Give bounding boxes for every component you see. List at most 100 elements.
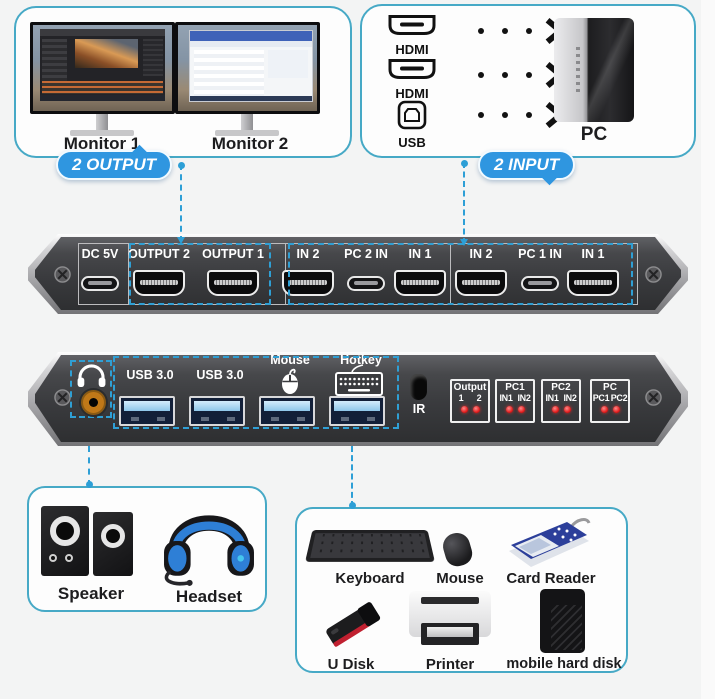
led-indicator [601,406,608,413]
port-label-in2-pc1: IN 2 [469,247,493,261]
indicator-col: IN2 [517,393,531,403]
keyboard-icon [333,364,385,398]
indicator-title: PC1 [505,382,525,393]
led-indicator [473,406,480,413]
audio-jack-highlight [70,360,112,418]
hdmi-port-in1-pc2 [394,270,446,296]
monitor-1-screen [33,25,172,111]
mouse-icon [279,367,301,395]
indicator-col: PC1 [592,393,610,403]
usb3-label-1: USB 3.0 [126,368,174,382]
browser-window [189,30,313,103]
card-reader-label: Card Reader [506,570,596,587]
input-ports-highlight [288,243,633,305]
usb-mouse-port [259,396,315,426]
indicator-pc: PC PC1 PC2 [590,379,630,423]
output-ports-highlight [129,243,271,305]
headset-label: Headset [175,587,243,606]
monitor-stand-base [215,130,279,136]
monitor-stand [96,114,108,131]
port-label-output2: OUTPUT 2 [128,247,190,261]
u-disk-label: U Disk [327,656,375,673]
hdmi-port-in1-pc1 [567,270,619,296]
indicator-title: Output [453,382,487,393]
audio-jack-port [81,390,106,415]
section-divider [450,243,451,305]
keyboard-image [305,530,435,562]
audio-devices-box: Speaker Headset [27,486,267,612]
headphone-icon [76,364,107,388]
led-indicator [506,406,513,413]
dc-5v-usbc-port [81,276,119,291]
usb-b-icon [397,100,427,130]
usb3-port-1 [119,396,175,426]
input-badge: 2 INPUT [478,150,576,180]
hdmi-port-output1 [207,270,259,296]
printer-tray [421,623,479,645]
hdmi-connector-icon [388,59,436,79]
monitor-stand [241,114,253,131]
output-badge: 2 OUTPUT [56,150,173,180]
hdmi-port-in2-pc1 [455,270,507,296]
indicator-col: 2 [476,393,482,403]
input-connector-line [460,160,468,246]
hdmi-connector-icon [388,15,436,35]
back-panel: DC 5V OUTPUT 2 OUTPUT 1 IN 2 PC 2 IN IN … [28,234,688,314]
ir-label: IR [412,402,426,416]
printer-label: Printer [425,656,475,673]
usb3-port-2 [189,396,245,426]
port-label-pc1in: PC 1 IN [518,247,562,261]
indicator-pc1: PC1 IN1 IN2 [495,379,535,423]
speaker-label: Speaker [57,584,125,603]
indicator-col: 1 [458,393,464,403]
dotted-line [478,72,532,78]
dotted-line [478,112,532,118]
port-label-in1-pc1: IN 1 [581,247,605,261]
speaker-image [41,506,89,576]
front-panel: USB 3.0 USB 3.0 Mouse Hotkey IR Output [28,352,688,446]
ir-receiver [410,374,427,400]
pc-tower-image [554,18,634,122]
indicator-col: PC2 [610,393,628,403]
screw-icon [54,266,71,283]
usb-connector-line [348,446,356,509]
led-indicator [613,406,620,413]
usb-ports-highlight [113,356,399,429]
monitor-2-label: Monitor 2 [211,134,289,153]
pc-label: PC [580,124,608,145]
usb-hotkey-port [329,396,385,426]
indicator-pc2: PC2 IN1 IN2 [541,379,581,423]
led-indicator [461,406,468,413]
mobile-hard-disk-label: mobile hard disk [506,656,622,672]
indicator-output: Output 1 2 [450,379,490,423]
hdmi-port-in2-pc2 [282,270,334,296]
hdmi-label: HDMI [395,42,429,57]
mouse-label: Mouse [436,570,484,587]
headset-image [164,515,254,586]
input-zone-box: HDMI HDMI [360,4,696,158]
port-label-in2-pc2: IN 2 [296,247,320,261]
screw-icon [54,389,71,406]
monitor-2-image [175,22,320,114]
monitor-1-label: Monitor 1 [63,134,141,153]
keyboard-label: Keyboard [335,570,405,587]
u-disk-image [326,602,381,647]
usb-label: USB [398,135,426,150]
led-indicator [552,406,559,413]
monitor-1-image [30,22,175,114]
speaker-image [93,512,133,576]
dotted-line [478,28,532,34]
card-reader-image [509,518,591,567]
monitor-2-screen [178,25,317,111]
usbc-port-pc2in [347,276,385,291]
hdmi-port-output2 [133,270,185,296]
indicator-title: PC2 [551,382,571,393]
mouse-image [439,529,476,570]
dc-power-label: DC 5V [81,247,119,261]
indicator-title: PC [603,382,617,393]
indicator-col: IN1 [545,393,559,403]
output-connector-line [177,162,185,244]
led-indicator [564,406,571,413]
screw-icon [645,389,662,406]
led-indicator [518,406,525,413]
